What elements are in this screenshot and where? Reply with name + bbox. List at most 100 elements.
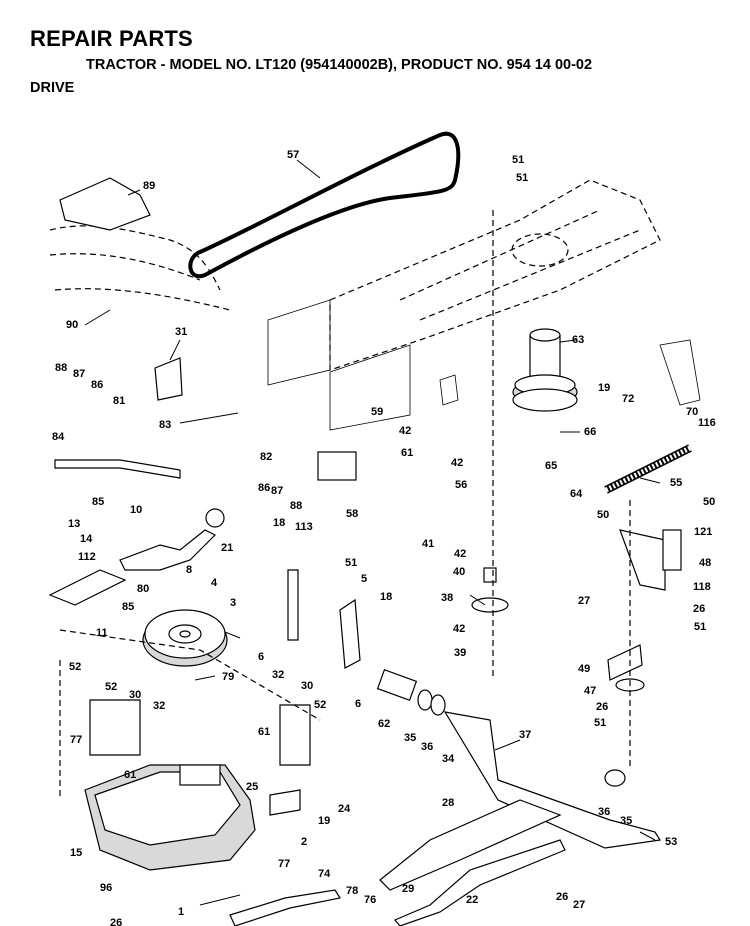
callout-19: 19 <box>598 382 610 394</box>
callout-2: 2 <box>301 836 307 848</box>
callout-51: 51 <box>345 557 357 569</box>
callout-72: 72 <box>622 393 634 405</box>
callout-59: 59 <box>371 406 383 418</box>
callout-15: 15 <box>70 847 82 859</box>
model-subtitle: TRACTOR - MODEL NO. LT120 (954140002B), … <box>86 57 593 73</box>
callout-86: 86 <box>258 482 270 494</box>
misc-parts <box>89 339 701 816</box>
callout-37: 37 <box>519 729 531 741</box>
callout-5: 5 <box>361 573 367 585</box>
callout-70: 70 <box>686 406 698 418</box>
callout-27: 27 <box>573 899 585 911</box>
callout-25: 25 <box>246 781 258 793</box>
callout-42: 42 <box>453 623 465 635</box>
callout-90: 90 <box>66 319 78 331</box>
callout-35: 35 <box>404 732 416 744</box>
callout-30: 30 <box>129 689 141 701</box>
callout-52: 52 <box>314 699 326 711</box>
callout-88: 88 <box>290 500 302 512</box>
callout-64: 64 <box>570 488 583 500</box>
callout-49: 49 <box>578 663 590 675</box>
callout-61: 61 <box>124 769 136 781</box>
section-heading: DRIVE <box>30 80 75 96</box>
callout-13: 13 <box>68 518 80 530</box>
callout-22: 22 <box>466 894 478 906</box>
callout-112: 112 <box>78 551 96 563</box>
callout-87: 87 <box>73 368 85 380</box>
callout-118: 118 <box>693 581 711 593</box>
callout-86: 86 <box>91 379 103 391</box>
callout-76: 76 <box>364 894 376 906</box>
callout-55: 55 <box>670 477 682 489</box>
callout-38: 38 <box>441 592 453 604</box>
callout-40: 40 <box>453 566 465 578</box>
callout-65: 65 <box>545 460 557 472</box>
callout-51: 51 <box>516 172 528 184</box>
callout-89: 89 <box>143 180 155 192</box>
callout-27: 27 <box>578 595 590 607</box>
callout-31: 31 <box>175 326 187 338</box>
callout-87: 87 <box>271 485 283 497</box>
callout-28: 28 <box>442 797 454 809</box>
callout-81: 81 <box>113 395 125 407</box>
callout-18: 18 <box>273 517 285 529</box>
callout-61: 61 <box>258 726 270 738</box>
callout-10: 10 <box>130 504 142 516</box>
callout-84: 84 <box>52 431 65 443</box>
callout-35: 35 <box>620 815 632 827</box>
callout-57: 57 <box>287 149 299 161</box>
callout-85: 85 <box>122 601 134 613</box>
callout-36: 36 <box>598 806 610 818</box>
callout-6: 6 <box>355 698 361 710</box>
callout-85: 85 <box>92 496 104 508</box>
callout-21: 21 <box>221 542 233 554</box>
transaxle <box>84 764 256 871</box>
lever-8 <box>48 459 217 606</box>
callout-6: 6 <box>258 651 264 663</box>
callout-39: 39 <box>454 647 466 659</box>
callout-52: 52 <box>69 661 81 673</box>
callout-121: 121 <box>694 526 712 538</box>
leader-lines <box>84 159 661 906</box>
callout-36: 36 <box>421 741 433 753</box>
callout-50: 50 <box>597 509 609 521</box>
callout-30: 30 <box>301 680 313 692</box>
callout-42: 42 <box>399 425 411 437</box>
body-outline <box>49 177 231 311</box>
callout-41: 41 <box>422 538 434 550</box>
callout-79: 79 <box>222 671 234 683</box>
callout-26: 26 <box>110 917 122 926</box>
callout-116: 116 <box>698 417 716 429</box>
callout-52: 52 <box>105 681 117 693</box>
callout-66: 66 <box>584 426 596 438</box>
callout-96: 96 <box>100 882 112 894</box>
callout-1: 1 <box>178 906 184 918</box>
callout-82: 82 <box>260 451 272 463</box>
callout-34: 34 <box>442 753 455 765</box>
callout-26: 26 <box>693 603 705 615</box>
callout-53: 53 <box>665 836 677 848</box>
callout-29: 29 <box>402 883 414 895</box>
callout-50: 50 <box>703 496 715 508</box>
callout-32: 32 <box>153 700 165 712</box>
callout-48: 48 <box>699 557 711 569</box>
callout-47: 47 <box>584 685 596 697</box>
callout-18: 18 <box>380 591 392 603</box>
callout-61: 61 <box>401 447 413 459</box>
callout-8: 8 <box>186 564 192 576</box>
callout-113: 113 <box>295 521 313 533</box>
callout-4: 4 <box>211 577 218 589</box>
callout-77: 77 <box>278 858 290 870</box>
callout-51: 51 <box>694 621 706 633</box>
shift-rods <box>229 711 661 926</box>
callout-51: 51 <box>594 717 606 729</box>
pulley-3 <box>142 609 228 667</box>
frame-outline <box>267 179 661 431</box>
callout-58: 58 <box>346 508 358 520</box>
page-title: REPAIR PARTS <box>30 26 193 51</box>
callout-32: 32 <box>272 669 284 681</box>
callout-3: 3 <box>230 597 236 609</box>
callout-24: 24 <box>338 803 351 815</box>
